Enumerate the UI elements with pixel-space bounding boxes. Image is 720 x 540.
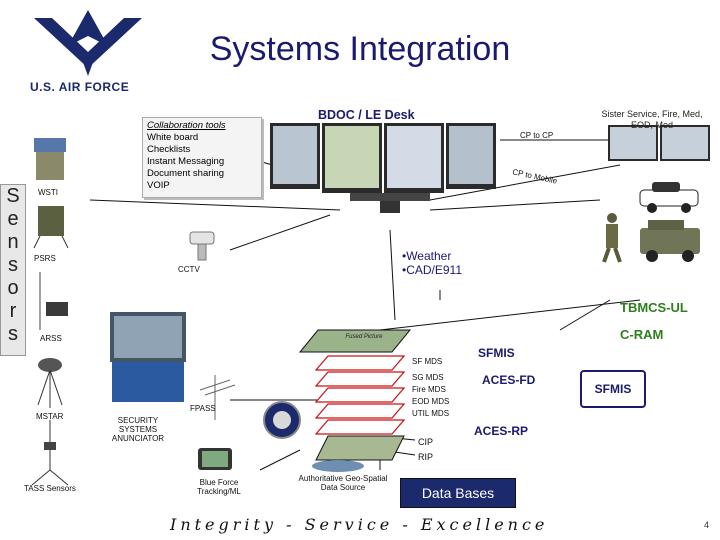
weather-label: •Weather <box>402 249 452 263</box>
sensors-letter: s <box>8 323 18 345</box>
psrs-label: PSRS <box>34 254 56 263</box>
cad-label: •CAD/E911 <box>402 263 463 277</box>
page-number: 4 <box>704 520 710 530</box>
collaboration-item: Document sharing <box>147 168 225 179</box>
geo-line: Data Source <box>320 483 366 492</box>
collaboration-tools-box: Collaboration tools White board Checklis… <box>142 117 262 198</box>
sensors-vertical-label: S e n s o r s <box>0 184 26 356</box>
tbmcs-label: TBMCS-UL <box>620 300 688 315</box>
sgmds-label: SG MDS <box>412 373 444 382</box>
footer-motto: Integrity - Service - Excellence <box>170 515 549 534</box>
org-wordmark: U.S. AIR FORCE <box>30 80 130 94</box>
fpass-label: FPASS <box>190 404 216 413</box>
blue-force-device <box>198 448 232 470</box>
collaboration-item: Checklists <box>147 144 191 155</box>
geo-source-label: Authoritative Geo-Spatial Data Source <box>298 474 388 492</box>
wsti-device <box>34 138 66 180</box>
sensors-letter: o <box>7 277 19 299</box>
bdoc-monitors <box>270 123 496 213</box>
sfmds-label: SF MDS <box>412 357 443 366</box>
fused-picture-label: Fused Picture <box>345 334 383 340</box>
sfmis-label: SFMIS <box>478 346 515 360</box>
globe-icon <box>312 460 364 472</box>
page-title: Systems Integration <box>209 30 511 68</box>
wsti-label: WSTI <box>38 188 58 197</box>
cp-to-cp-label: CP to CP <box>520 131 554 140</box>
collaboration-item: VOIP <box>147 180 170 191</box>
collaboration-item: Instant Messaging <box>147 156 225 167</box>
aces-fd-label: ACES-FD <box>482 373 536 387</box>
tass-device <box>31 420 69 486</box>
sensors-letter: e <box>7 208 19 230</box>
rip-label: RIP <box>418 452 434 462</box>
cctv-camera <box>189 231 215 261</box>
arss-label: ARSS <box>40 334 62 343</box>
police-car <box>639 182 699 213</box>
agency-seal <box>263 401 301 439</box>
utilmds-label: UTIL MDS <box>412 409 450 418</box>
sensors-letter: r <box>9 300 17 322</box>
security-console <box>110 312 186 402</box>
collaboration-item: White board <box>147 132 199 143</box>
sensors-letter: s <box>8 254 18 276</box>
sensors-letter: n <box>7 231 19 253</box>
security-line: SECURITY <box>117 416 159 425</box>
layer-stack <box>298 329 412 461</box>
firemds-label: Fire MDS <box>412 385 446 394</box>
collaboration-header: Collaboration tools <box>147 120 226 131</box>
security-line: ANUNCIATOR <box>111 434 165 443</box>
security-label: SECURITY SYSTEMS ANUNCIATOR <box>110 416 166 443</box>
humvee <box>640 220 700 262</box>
sister-monitors <box>608 125 710 161</box>
bdoc-label: BDOC / LE Desk <box>318 108 415 122</box>
sister-line: Sister Service, Fire, Med, <box>601 109 703 119</box>
blue-force-line: Tracking/ML <box>197 487 241 496</box>
sensors-letter: S <box>6 185 20 207</box>
aces-rp-label: ACES-RP <box>474 424 529 438</box>
fpass-antenna <box>199 375 236 420</box>
sister-service-label: Sister Service, Fire, Med, EOD, Med <box>588 109 716 131</box>
mstar-label: MSTAR <box>36 412 64 421</box>
arss-device <box>39 272 68 330</box>
tass-label: TASS Sensors <box>24 484 76 493</box>
sfmis-box: SFMIS <box>580 370 646 408</box>
databases-box: Data Bases <box>400 478 516 508</box>
air-force-logo <box>28 6 148 98</box>
cctv-label: CCTV <box>178 265 200 274</box>
cip-label: CIP <box>418 437 434 447</box>
blue-force-line: Blue Force <box>199 478 239 487</box>
cram-label: C-RAM <box>620 327 664 342</box>
psrs-device <box>33 206 69 249</box>
security-line: SYSTEMS <box>118 425 158 434</box>
geo-line: Authoritative Geo-Spatial <box>298 474 388 483</box>
sister-line: EOD, Med <box>630 120 673 130</box>
soldier-figure <box>602 213 622 263</box>
blue-force-label: Blue Force Tracking/ML <box>194 478 244 496</box>
eodmds-label: EOD MDS <box>412 397 450 406</box>
mstar-device <box>37 358 63 408</box>
